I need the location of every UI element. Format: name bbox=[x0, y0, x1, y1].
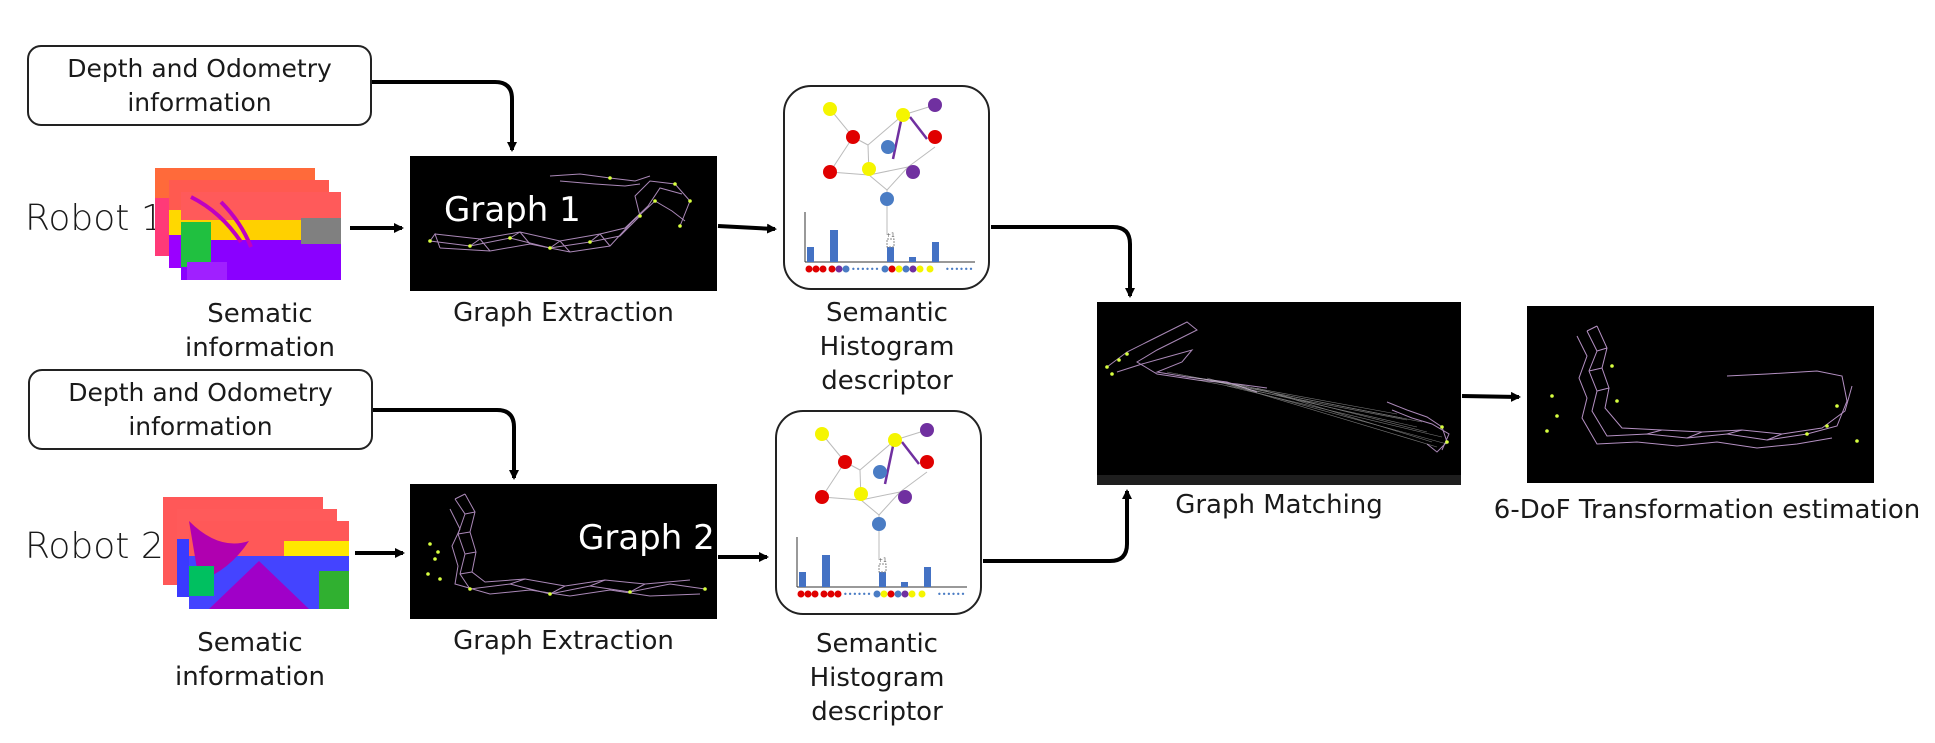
graph-matching-panel bbox=[1097, 302, 1461, 485]
graph-1-title: Graph 1 bbox=[444, 190, 581, 230]
graph-1-drawing bbox=[428, 173, 692, 253]
graph-extraction-caption-2: Graph Extraction bbox=[453, 626, 674, 656]
transformation-panel bbox=[1527, 306, 1874, 483]
transformation-drawing bbox=[1545, 325, 1859, 449]
semantic-image-stack-2 bbox=[163, 497, 358, 617]
graph-matching-caption: Graph Matching bbox=[1175, 490, 1383, 520]
transformation-caption: 6-DoF Transformation estimation bbox=[1493, 495, 1921, 525]
semantic-caption-1: Sematic information bbox=[184, 299, 336, 363]
arrow-depth-to-graph-1 bbox=[372, 80, 517, 152]
graph-matching-drawing bbox=[1097, 321, 1461, 485]
robot-1-label: Robot 1 bbox=[25, 198, 164, 239]
arrow-graph-1-to-histogram-1 bbox=[717, 223, 777, 234]
semantic-histogram-box-2: +1 •••••• •••••• bbox=[775, 410, 982, 615]
graph-2-panel: Graph 2 bbox=[410, 484, 717, 619]
arrow-depth-to-graph-2 bbox=[373, 408, 519, 480]
depth-odometry-box-1: Depth and Odometry information bbox=[27, 45, 372, 126]
depth-odometry-box-2: Depth and Odometry information bbox=[28, 369, 373, 450]
svg-text:••••••: •••••• bbox=[945, 265, 973, 274]
graph-2-title: Graph 2 bbox=[578, 518, 715, 558]
semantic-histogram-box-1: +1 •••••• •••••• bbox=[783, 85, 990, 290]
svg-text:••••••: •••••• bbox=[937, 590, 965, 599]
graph-2-drawing bbox=[426, 493, 707, 597]
semantic-histogram-figure-2: +1 •••••• •••••• bbox=[796, 423, 967, 599]
graph-extraction-caption-1: Graph Extraction bbox=[453, 298, 674, 328]
descriptor-caption-2: Semantic Histogram descriptor bbox=[809, 629, 945, 727]
svg-text:••••••: •••••• bbox=[843, 590, 871, 599]
arrow-matching-to-transformation bbox=[1461, 391, 1521, 402]
hist-increment-label-1: +1 bbox=[886, 232, 895, 239]
semantic-image-stack-1 bbox=[155, 168, 350, 288]
descriptor-caption-1: Semantic Histogram descriptor bbox=[819, 298, 955, 396]
robot-2-label: Robot 2 bbox=[25, 526, 164, 567]
hist-increment-label-2: +1 bbox=[878, 557, 887, 564]
svg-text:••••••: •••••• bbox=[851, 265, 879, 274]
graph-1-panel: Graph 1 bbox=[410, 156, 717, 291]
arrow-histogram-1-to-matching bbox=[991, 225, 1135, 298]
semantic-histogram-figure-1: +1 •••••• •••••• bbox=[804, 98, 975, 274]
semantic-caption-2: Sematic information bbox=[174, 628, 326, 692]
